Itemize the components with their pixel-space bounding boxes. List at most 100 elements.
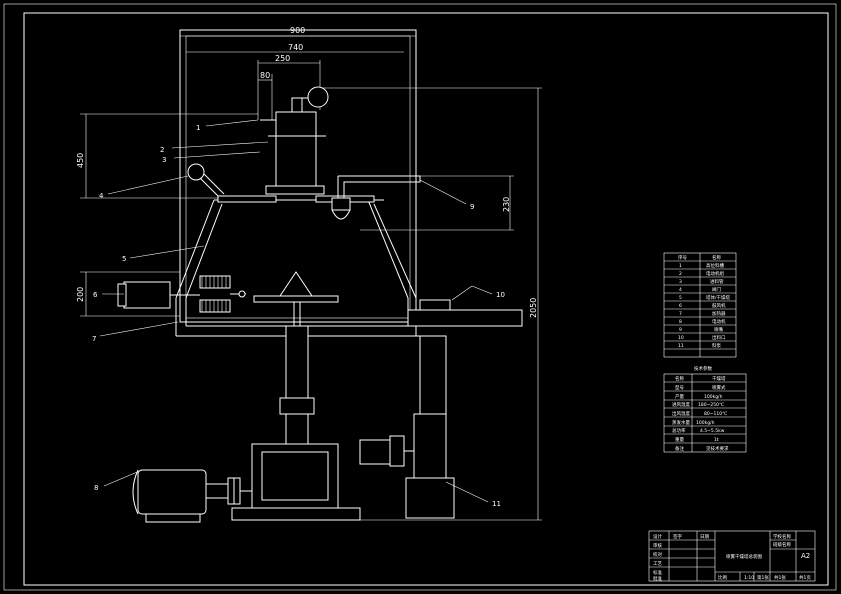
heater-coils [199,275,246,313]
part-no: 3 [679,279,682,285]
title-total: 共1张 [774,574,786,581]
title-process-label: 工艺 [653,561,662,567]
part-no: 11 [678,343,684,349]
title-signature-label: 签字 [673,533,682,540]
spec-label: 进风温度 [672,401,690,408]
dim-small-width: 80 [260,71,270,80]
part-name: 加热器 [712,310,726,317]
spec-value: 见技术要求 [706,445,729,452]
blower-motor [117,281,200,309]
title-block: 设计 签字 日期 审核 校对 工艺 标准 批准 喷雾干燥塔总装图 学校名称 班级… [648,530,816,582]
dimension-width-small: 80 [258,71,273,120]
title-design-label: 设计 [653,533,662,540]
dimension-width-inner: 740 [186,43,404,53]
inner-border [23,12,829,586]
pressure-gauge-icon [307,86,329,108]
dim-motor-height: 200 [76,287,85,302]
callout-1: 1 [196,124,200,132]
support-column [279,325,315,445]
drawing-title: 喷雾干燥塔总装图 [726,553,762,560]
atomizer-disk [253,271,339,326]
spec-value: 喷雾式 [712,384,726,391]
callout-11: 11 [492,500,501,508]
part-no: 8 [679,319,682,325]
part-name: 塔体/干燥塔 [706,294,731,301]
dim-inner-width: 740 [288,43,303,52]
part-name: 喷嘴 [714,326,723,333]
upper-drive-unit [260,97,326,195]
title-scale-label: 比例 [718,574,727,581]
spec-table-title: 技术参数 [694,365,712,372]
callout-9: 9 [470,203,474,211]
dim-upper-width: 250 [275,54,290,63]
part-name: 出料口 [712,334,726,341]
callout-5: 5 [122,255,126,263]
spec-label: 产量 [675,393,684,400]
title-class: 班级名称 [773,541,791,548]
parts-header-name: 名称 [712,254,721,261]
spray-nozzle [331,175,421,220]
callout-2: 2 [160,146,164,154]
title-date-label: 日期 [700,534,709,540]
part-name: 电动机组 [706,270,724,277]
part-name: 电动机 [712,318,726,325]
spec-value: 80~110℃ [704,411,727,417]
callout-3: 3 [162,156,166,164]
dimension-height-overall: 2050 [320,87,542,521]
title-check-label: 审核 [653,542,662,549]
dim-overall-height: 2050 [529,298,538,318]
feed-flange [217,195,277,203]
outer-border [3,3,837,591]
part-no: 2 [679,271,682,277]
spec-label: 名称 [675,375,684,382]
part-no: 7 [679,311,682,317]
main-motor [132,469,252,523]
spec-label: 出风温度 [672,410,690,417]
callout-4: 4 [99,192,104,200]
part-name: 进料管 [710,278,724,285]
part-no: 4 [679,287,682,293]
callout-7: 7 [92,335,96,343]
part-name: 料泵 [712,342,721,349]
dimension-width-upper: 250 [257,54,321,120]
callout-10: 10 [496,291,505,299]
part-name: 阀门 [712,286,721,293]
callout-8: 8 [94,484,98,492]
spec-label: 备注 [675,445,684,452]
spec-label: 型号 [675,384,684,391]
spec-value: 干燥塔 [712,375,726,382]
feed-valve-icon [187,163,205,181]
title-school: 学校名称 [773,533,791,540]
spec-label: 重量 [675,436,684,443]
title-sheet-size: A2 [801,552,810,560]
part-no: 5 [679,295,682,301]
spec-value: 1t [714,437,719,443]
callout-6: 6 [93,291,98,299]
spec-value: 180~250℃ [698,402,724,408]
dimension-height-spray: 230 [360,175,514,231]
part-name: 高位料槽 [706,262,724,269]
part-no: 1 [679,263,682,269]
part-no: 9 [679,327,682,333]
spec-label: 总功率 [672,427,686,434]
dim-upper-height: 450 [76,153,85,168]
title-standard-label: 标准 [653,569,662,576]
parts-header-no: 序号 [678,254,687,261]
title-approve-label: 批准 [653,575,662,582]
drying-chamber [175,199,420,337]
spec-value: 100kg/h [696,420,715,426]
dimension-height-upper: 450 [76,113,258,199]
feed-pump [359,413,455,519]
parts-list-table: 序号 名称 1 高位料槽 2 电动机组 3 进料管 4 阀门 5 塔体/干燥塔 … [663,252,737,358]
outlet-duct [407,299,523,417]
spec-value: 4.5~5.5kw [700,428,725,434]
title-scale-value: 1:10 [744,575,754,581]
part-name: 鼓风机 [712,302,726,309]
title-sheet-no: 第1张 [757,574,769,581]
spec-table: 技术参数 名称 干燥塔 型号 喷雾式 产量 100kg/h 进风温度 180~2… [663,365,747,453]
title-page: 共1页 [799,574,811,581]
gearbox [231,443,361,521]
spec-value: 100kg/h [704,394,723,400]
